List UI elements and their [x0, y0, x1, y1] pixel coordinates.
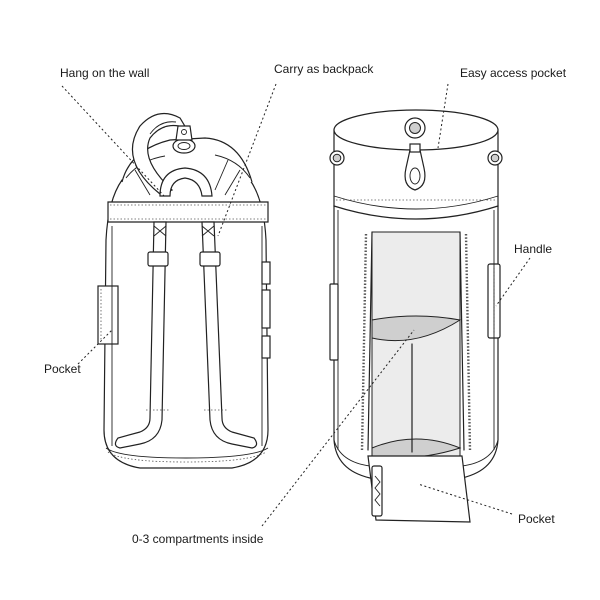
left-strap: [114, 221, 167, 449]
leader-pocket-left: [77, 329, 113, 365]
interior-opening: [371, 231, 461, 457]
left-bag-body: [103, 179, 269, 469]
leader-hang: [61, 85, 167, 199]
right-bag-open-view: [329, 109, 503, 523]
front-pocket-flap: [367, 455, 471, 523]
left-side-pocket: [97, 285, 119, 345]
label-handle: Handle: [514, 242, 553, 256]
label-compartments: 0-3 compartments inside: [132, 532, 264, 546]
compartment-shelf-upper: [371, 315, 462, 342]
left-bag-band: [107, 201, 269, 223]
leader-easy-access: [437, 83, 449, 149]
leader-pocket-right: [417, 483, 513, 515]
hang-loop: [131, 112, 188, 195]
left-top-handle: [159, 167, 213, 197]
label-carry-as-backpack: Carry as backpack: [274, 62, 374, 76]
leader-carry: [217, 83, 277, 237]
label-easy-access-pocket: Easy access pocket: [460, 66, 567, 80]
leader-lines: [61, 83, 531, 527]
label-hang-on-wall: Hang on the wall: [60, 66, 150, 80]
grommet-icon: [329, 117, 503, 166]
right-strap: [201, 221, 258, 449]
label-pocket-right: Pocket: [518, 512, 555, 526]
left-bag-backpack-view: [97, 112, 271, 469]
leader-compartments: [261, 329, 415, 527]
d-ring-icon: [172, 125, 196, 154]
label-pocket-left: Pocket: [44, 362, 81, 376]
leader-handle: [495, 257, 531, 307]
carabiner-icon: [404, 143, 426, 191]
